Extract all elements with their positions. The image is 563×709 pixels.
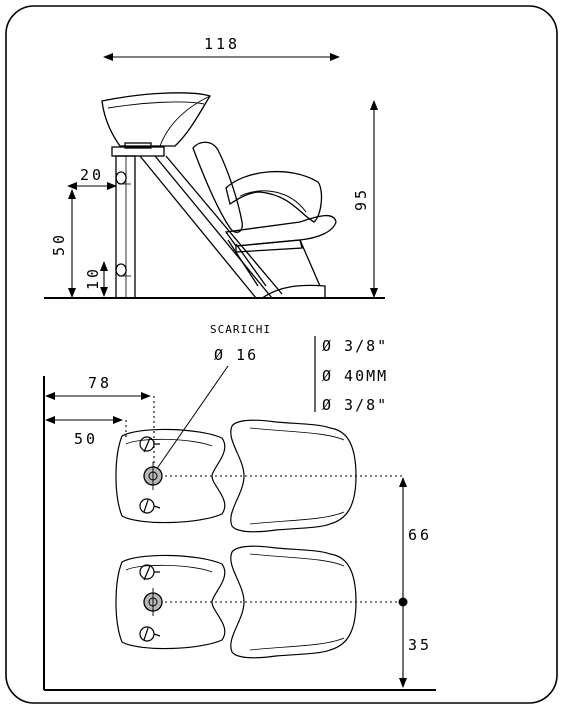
lower-basin-outline bbox=[115, 554, 226, 650]
lower-tap-bottom bbox=[139, 626, 161, 642]
lower-knob bbox=[115, 263, 127, 277]
dim-95: 95 bbox=[352, 187, 370, 211]
dim-20: 20 bbox=[80, 166, 104, 184]
chair-base bbox=[227, 239, 321, 287]
lower-tap-top bbox=[139, 564, 160, 581]
side-view bbox=[44, 92, 385, 299]
chair-back bbox=[192, 141, 243, 233]
dimension-node bbox=[398, 597, 408, 607]
dim-35: 35 bbox=[408, 636, 432, 654]
chair-armrest bbox=[225, 170, 323, 223]
spec-3: Ø 3/8" bbox=[322, 396, 388, 414]
dim-78: 78 bbox=[88, 374, 112, 392]
upper-unit-plan bbox=[115, 419, 357, 533]
drain-leader-line bbox=[155, 365, 229, 471]
dim-50-vertical: 50 bbox=[50, 232, 68, 256]
upper-chair-outline bbox=[230, 419, 357, 533]
plan-dimensions bbox=[45, 392, 407, 688]
basin-bowl bbox=[101, 92, 212, 147]
lower-chair-outline bbox=[230, 545, 357, 659]
dim-66: 66 bbox=[408, 526, 432, 544]
side-dimensions bbox=[67, 53, 378, 298]
drains-label: SCARICHI bbox=[210, 323, 271, 336]
diagonal-support bbox=[139, 155, 283, 299]
drains-diameter: Ø 16 bbox=[214, 346, 258, 364]
dim-50-horizontal: 50 bbox=[74, 430, 98, 448]
upper-tap-bottom bbox=[139, 498, 161, 514]
chair-seat bbox=[224, 214, 337, 247]
spec-1: Ø 3/8" bbox=[322, 337, 388, 355]
dim-10: 10 bbox=[84, 266, 102, 290]
spec-2: Ø 40MM bbox=[322, 367, 388, 385]
upper-knob bbox=[115, 171, 127, 185]
upper-basin-outline bbox=[115, 428, 226, 524]
drawing-border bbox=[5, 5, 558, 704]
upper-tap-top bbox=[139, 436, 160, 453]
dim-118: 118 bbox=[204, 35, 240, 53]
plan-walls bbox=[43, 376, 436, 691]
basin-platform bbox=[111, 146, 165, 157]
lower-unit-plan bbox=[115, 545, 357, 659]
